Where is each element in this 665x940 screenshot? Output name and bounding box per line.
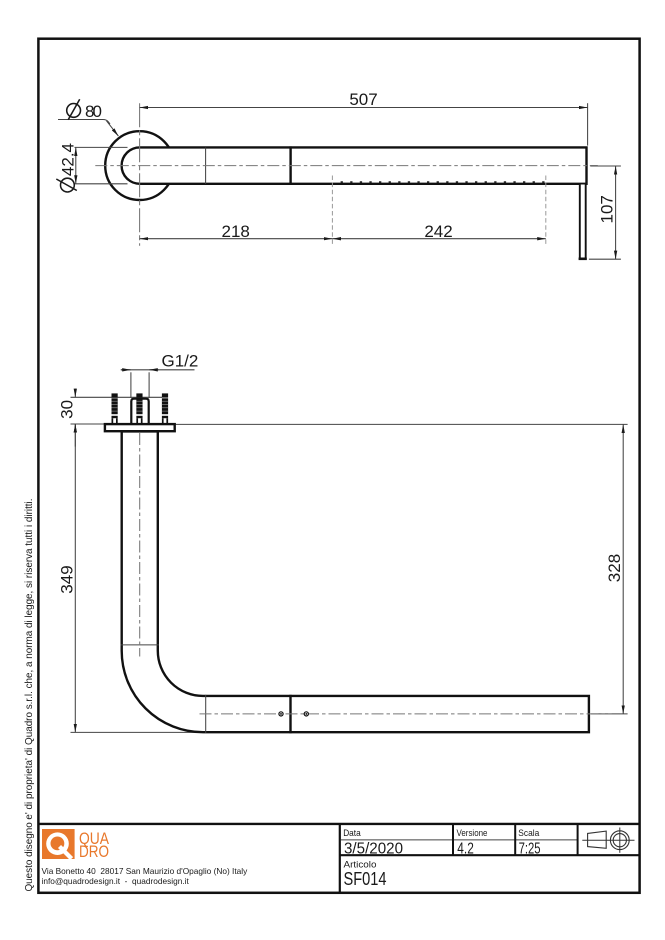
svg-text:349: 349 (58, 565, 77, 593)
svg-text:107: 107 (598, 195, 617, 223)
svg-text:G1/2: G1/2 (162, 352, 199, 371)
svg-text:7:25: 7:25 (519, 840, 541, 857)
svg-text:80: 80 (85, 102, 102, 121)
svg-text:4.2: 4.2 (457, 840, 474, 857)
svg-text:218: 218 (222, 222, 250, 241)
svg-text:Articolo: Articolo (344, 859, 377, 870)
svg-text:Questo disegno e' di proprieta: Questo disegno e' di proprieta' di Quadr… (24, 499, 35, 892)
svg-text:Versione: Versione (457, 828, 488, 839)
svg-text:Scala: Scala (518, 828, 540, 839)
svg-text:Via Bonetto 40 28017 San Maur: Via Bonetto 40 28017 San Maurizio d'Opag… (42, 866, 249, 876)
svg-text:328: 328 (605, 554, 624, 582)
svg-text:3/5/2020: 3/5/2020 (344, 840, 403, 857)
svg-text:QUA: QUA (79, 829, 110, 848)
svg-text:42.4: 42.4 (58, 143, 77, 176)
svg-text:info@quadrodesign.it - quadr: info@quadrodesign.it - quadrodesign.it (42, 876, 190, 886)
svg-text:242: 242 (424, 222, 452, 241)
svg-text:DRO: DRO (79, 842, 109, 861)
svg-text:Data: Data (343, 828, 361, 839)
svg-text:SF014: SF014 (344, 869, 387, 889)
svg-text:30: 30 (58, 400, 77, 419)
svg-text:507: 507 (349, 90, 377, 109)
